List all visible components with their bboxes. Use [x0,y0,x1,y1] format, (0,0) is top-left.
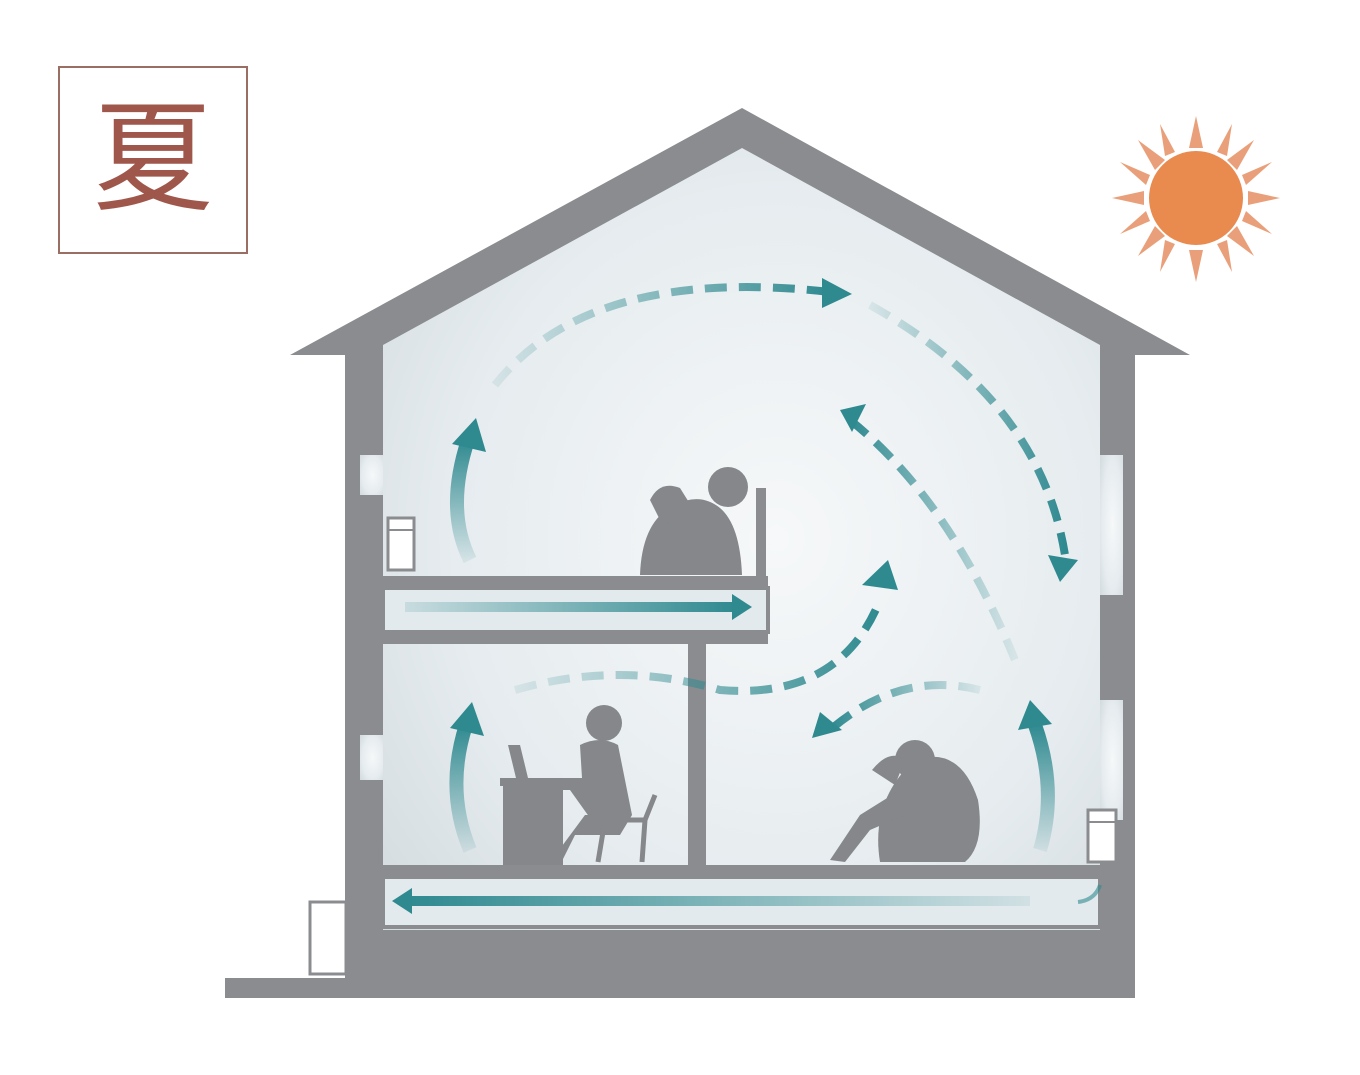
airflow-arrow-icon [491,283,1069,734]
person-sitting-hugging-knees-icon [640,467,748,575]
support-column [688,644,706,870]
airflow-arrow-icon [405,594,752,620]
air-vent-icon [386,516,416,572]
outdoor-unit [308,900,348,976]
air-vent-icon [1086,808,1118,864]
airflow-arrow-heads [812,278,1078,738]
airflow-arrow-icon [1018,700,1055,853]
house-interior [383,148,1100,930]
person-at-desk-laptop-icon [500,705,658,865]
season-label: 夏 [93,90,213,229]
airflow-arrow-icon [449,702,484,853]
airflow-arrow-icon [392,884,1102,914]
ground-floor [383,865,1100,877]
ground [225,978,375,998]
loft-floor [383,576,768,588]
airflow-arrow-icon [450,418,486,564]
person-relaxing-beanbag-icon [830,740,980,862]
season-label-box: 夏 [58,66,248,254]
sun-icon [1112,116,1280,282]
